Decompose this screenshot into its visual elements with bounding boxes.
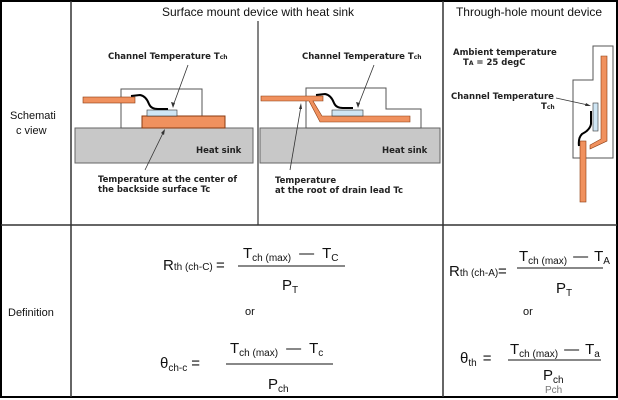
svg-text:θth=: θth=: [460, 350, 492, 369]
header-through-hole: Through-hole mount device: [456, 5, 602, 19]
row-label-schematic-2: c view: [16, 125, 47, 137]
or-label: or: [245, 306, 255, 318]
arrow: [555, 97, 589, 106]
ambient-label: Ambient temperature: [453, 48, 557, 58]
svg-text:TA = 25 degC: TA = 25 degC: [463, 58, 525, 68]
backside-label-2: the backside surface Tc: [98, 185, 210, 195]
svg-text:Tch (max)—TA: Tch (max)—TA: [519, 248, 610, 267]
heat-sink: [259, 127, 441, 164]
arrow: [289, 105, 302, 171]
svg-text:Channel Temperature Tch: Channel Temperature Tch: [302, 52, 422, 62]
svg-text:Tch: Tch: [541, 102, 555, 112]
bond-wire: [577, 111, 592, 147]
row-label-schematic: Schemati: [10, 110, 56, 122]
svg-text:Tch (max)—Ta: Tch (max)—Ta: [510, 341, 600, 360]
stray-text: Pch: [545, 385, 562, 396]
heat-sink-label: Heat sink: [196, 146, 242, 156]
bond-wire: [315, 92, 353, 109]
drain-label: Temperature: [275, 176, 336, 186]
channel-temp-label: Channel Temperature: [451, 92, 554, 102]
svg-text:Pch: Pch: [268, 376, 289, 395]
formula-theta-th: θth= Tch (max)—Ta Pch Pch: [460, 341, 601, 396]
svg-text:=: =: [498, 263, 507, 280]
arrow: [357, 64, 375, 107]
svg-text:θch-c=: θch-c=: [160, 355, 200, 374]
lead: [82, 96, 136, 104]
svg-text:PT: PT: [556, 280, 572, 299]
arrow: [144, 130, 165, 171]
die: [331, 109, 364, 117]
row-label-definition: Definition: [8, 307, 54, 319]
svg-text:PT: PT: [282, 277, 298, 296]
heat-sink-label: Heat sink: [382, 146, 428, 156]
lead: [589, 55, 608, 150]
header-surface-mount: Surface mount device with heat sink: [162, 5, 355, 19]
or-label: or: [523, 306, 533, 318]
lead: [260, 95, 411, 123]
schematic-backside: Channel Temperature Tch Heat sink Temper…: [74, 52, 254, 195]
svg-text:Tch (max)—TC: Tch (max)—TC: [243, 245, 338, 264]
drain-label-2: at the root of drain lead Tc: [275, 186, 403, 196]
arrow: [172, 64, 189, 107]
bond-wire: [130, 93, 168, 110]
formula-rth-ch-a: Rth (ch-A) = Tch (max)—TA PT: [449, 248, 610, 299]
svg-text:Channel Temperature Tch: Channel Temperature Tch: [108, 52, 228, 62]
formula-rth-ch-c: Rth (ch-C) = Tch (max)—TC PT: [163, 245, 345, 296]
svg-text:=: =: [216, 257, 225, 274]
die: [146, 109, 178, 117]
svg-text:Rth (ch-A): Rth (ch-A): [449, 263, 498, 280]
die: [592, 102, 599, 132]
svg-text:Pch: Pch: [543, 367, 564, 386]
schematic-through-hole: Ambient temperature TA = 25 degC Channel…: [451, 45, 614, 203]
formula-theta-ch-c: θch-c= Tch (max)—Tc Pch: [160, 340, 333, 395]
svg-text:Rth (ch-C): Rth (ch-C): [163, 257, 213, 274]
copper-base: [141, 115, 226, 129]
schematic-drain-lead: Channel Temperature Tch Heat sink Temper…: [259, 52, 441, 196]
lead-lower: [579, 140, 587, 203]
backside-label: Temperature at the center of: [98, 175, 237, 185]
svg-text:Tch (max)—Tc: Tch (max)—Tc: [230, 340, 323, 359]
